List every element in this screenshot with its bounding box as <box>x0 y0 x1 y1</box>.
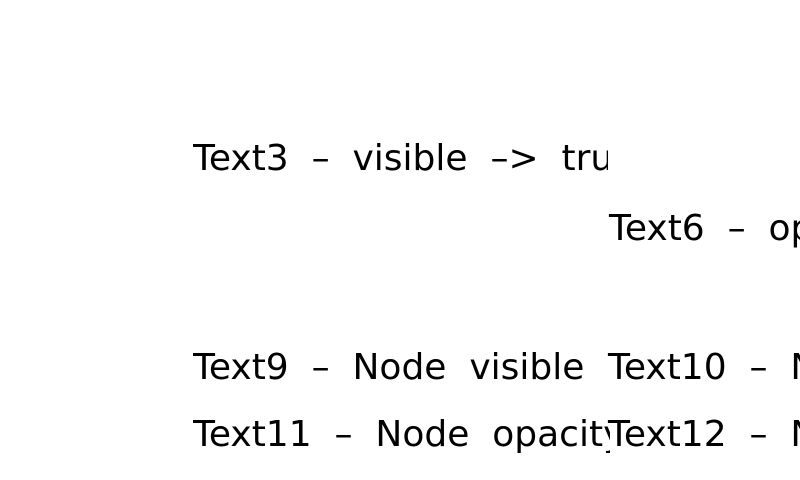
text-node-text10: Text10 – Nod <box>608 347 800 388</box>
text-node-text3: Text3 – visible –> true <box>193 141 608 177</box>
text-node-text6: Text6 – opac <box>609 208 800 249</box>
text-node-text12: Text12 – Nod <box>608 414 800 455</box>
text-node-text11: Text11 – Node opacity –> 0 <box>193 417 610 453</box>
text-node-text9: Text9 – Node visible –> tru <box>193 350 608 386</box>
